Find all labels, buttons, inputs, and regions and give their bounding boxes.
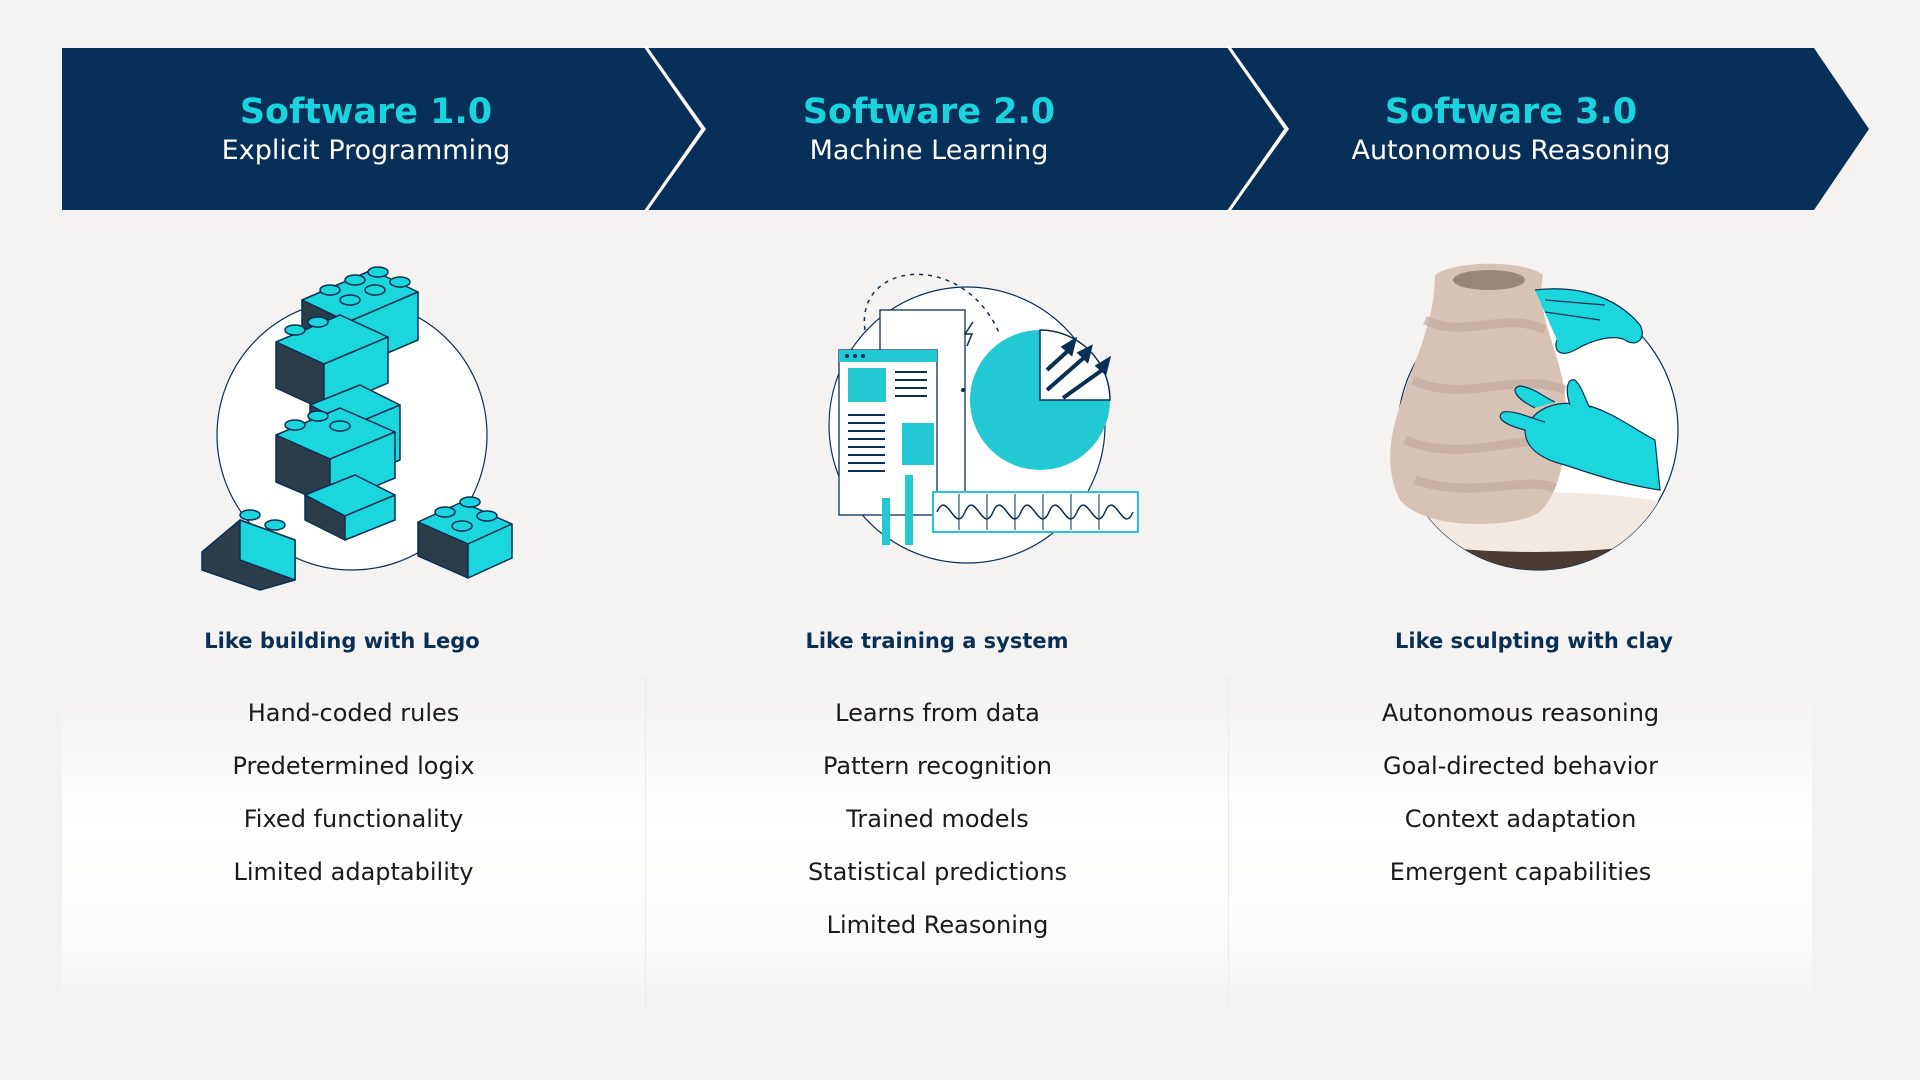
feature-item: Limited adaptability [233, 858, 474, 886]
feature-item: Statistical predictions [807, 858, 1068, 886]
stage-3-subtitle: Autonomous Reasoning [1351, 135, 1671, 166]
stage-2-subtitle: Machine Learning [809, 135, 1049, 166]
stage-2-title: Software 2.0 [802, 92, 1056, 132]
stage-2-feature-list: Learns from data Pattern recognition Tra… [646, 698, 1229, 963]
stages-banner [62, 45, 1869, 213]
stage-1-features-panel: Hand-coded rules Predetermined logix Fix… [62, 676, 645, 1010]
stage-3-chevron [1231, 48, 1869, 210]
stage-2-header: Software 2.0 Machine Learning [649, 90, 1209, 168]
stage-3-header: Software 3.0 Autonomous Reasoning [1231, 90, 1791, 168]
stage-3-analogy: Like sculpting with clay [1395, 629, 1673, 653]
feature-item: Hand-coded rules [247, 699, 460, 727]
stage-1-header: Software 1.0 Explicit Programming [86, 90, 646, 168]
stage-3-title: Software 3.0 [1384, 92, 1638, 132]
stage-1-title: Software 1.0 [239, 92, 493, 132]
lego-bricks-illustration [201, 266, 513, 591]
feature-item: Limited Reasoning [826, 911, 1049, 939]
feature-item: Learns from data [835, 699, 1040, 727]
stage-1-analogy: Like building with Lego [204, 629, 480, 653]
stage-3-features-panel: Autonomous reasoning Goal-directed behav… [1228, 676, 1812, 1010]
stage-1-chevron [62, 48, 703, 210]
stage-1-subtitle: Explicit Programming [221, 135, 511, 166]
feature-item: Autonomous reasoning [1381, 699, 1660, 727]
clay-sculpting-illustration [1390, 263, 1679, 571]
feature-item: Predetermined logix [232, 752, 475, 780]
stage-3-feature-list: Autonomous reasoning Goal-directed behav… [1229, 698, 1812, 910]
feature-item: Pattern recognition [822, 752, 1053, 780]
stage-2-features-panel: Learns from data Pattern recognition Tra… [645, 676, 1229, 1010]
stage-2-chevron [648, 48, 1286, 210]
stage-1-feature-list: Hand-coded rules Predetermined logix Fix… [62, 698, 645, 910]
feature-item: Context adaptation [1404, 805, 1637, 833]
feature-item: Goal-directed behavior [1383, 752, 1658, 780]
stage-2-analogy: Like training a system [805, 629, 1069, 653]
chevron-divider-1 [643, 45, 705, 213]
feature-item: Fixed functionality [243, 805, 464, 833]
feature-item: Emergent capabilities [1389, 858, 1652, 886]
data-charts-illustration [828, 273, 1139, 564]
feature-item: Trained models [846, 805, 1029, 833]
chevron-divider-2 [1226, 45, 1288, 213]
